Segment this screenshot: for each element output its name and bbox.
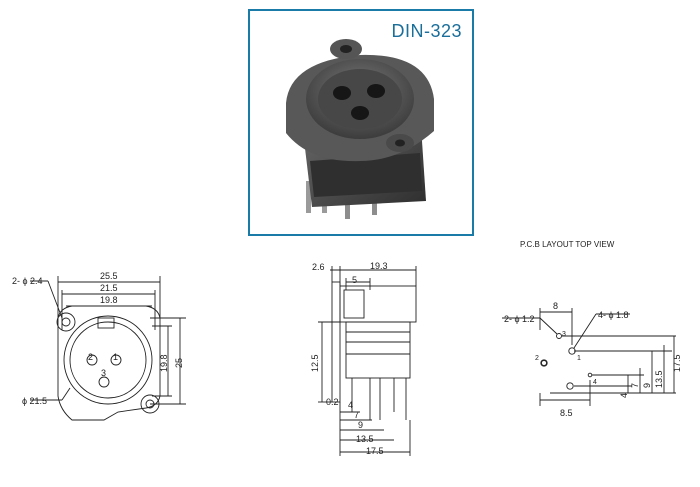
front-body-dia: ϕ 21.5 [22,396,47,406]
pcb-pin-label-2: 2 [535,355,539,362]
pcb-v-dim-135: 13.5 [654,370,664,388]
pcb-v-dim-4: 4 [619,393,629,398]
front-height-overall: 25 [174,358,184,368]
pcb-pin-label-1: 1 [577,355,581,362]
product-code: DIN-323 [391,21,462,41]
side-dim-02: 0.2 [326,397,339,407]
pcb-pin-label-4: 4 [593,379,597,386]
connector-photo [286,39,434,219]
side-height: 12.5 [310,354,320,372]
product-photo-panel: DIN-323 [248,9,474,236]
side-dim-7: 7 [354,410,359,420]
front-height-inner: 19.8 [159,354,169,372]
front-pin-label-3: 3 [101,368,106,378]
pcb-small-holes: 2- ϕ 1.2 [504,314,535,324]
pcb-v-dim-9: 9 [642,383,652,388]
side-dim-135: 13.5 [356,434,374,444]
front-width-overall: 25.5 [100,271,118,281]
front-width-mid: 21.5 [100,283,118,293]
side-depth: 19.3 [370,261,388,271]
side-dim-4: 4 [348,400,353,410]
pcb-layout-title: P.C.B LAYOUT TOP VIEW [520,240,615,249]
side-dim-9: 9 [358,420,363,430]
pcb-large-holes: 4- ϕ 1.8 [598,310,629,320]
pcb-dim-8: 8 [553,301,558,311]
pcb-pin-label-3: 3 [562,331,566,338]
pcb-dim-85: 8.5 [560,408,573,418]
pcb-v-dim-7: 7 [630,383,640,388]
side-dim-175: 17.5 [366,446,384,456]
front-pin-label-1: 1 [113,352,118,362]
front-mount-holes: 2- ϕ 2.4 [12,276,43,286]
pcb-v-dim-175: 17.5 [672,354,682,372]
front-width-inner: 19.8 [100,295,118,305]
side-dim-5: 5 [352,275,357,285]
front-pin-label-2: 2 [88,352,93,362]
side-flange: 2.6 [312,262,325,272]
